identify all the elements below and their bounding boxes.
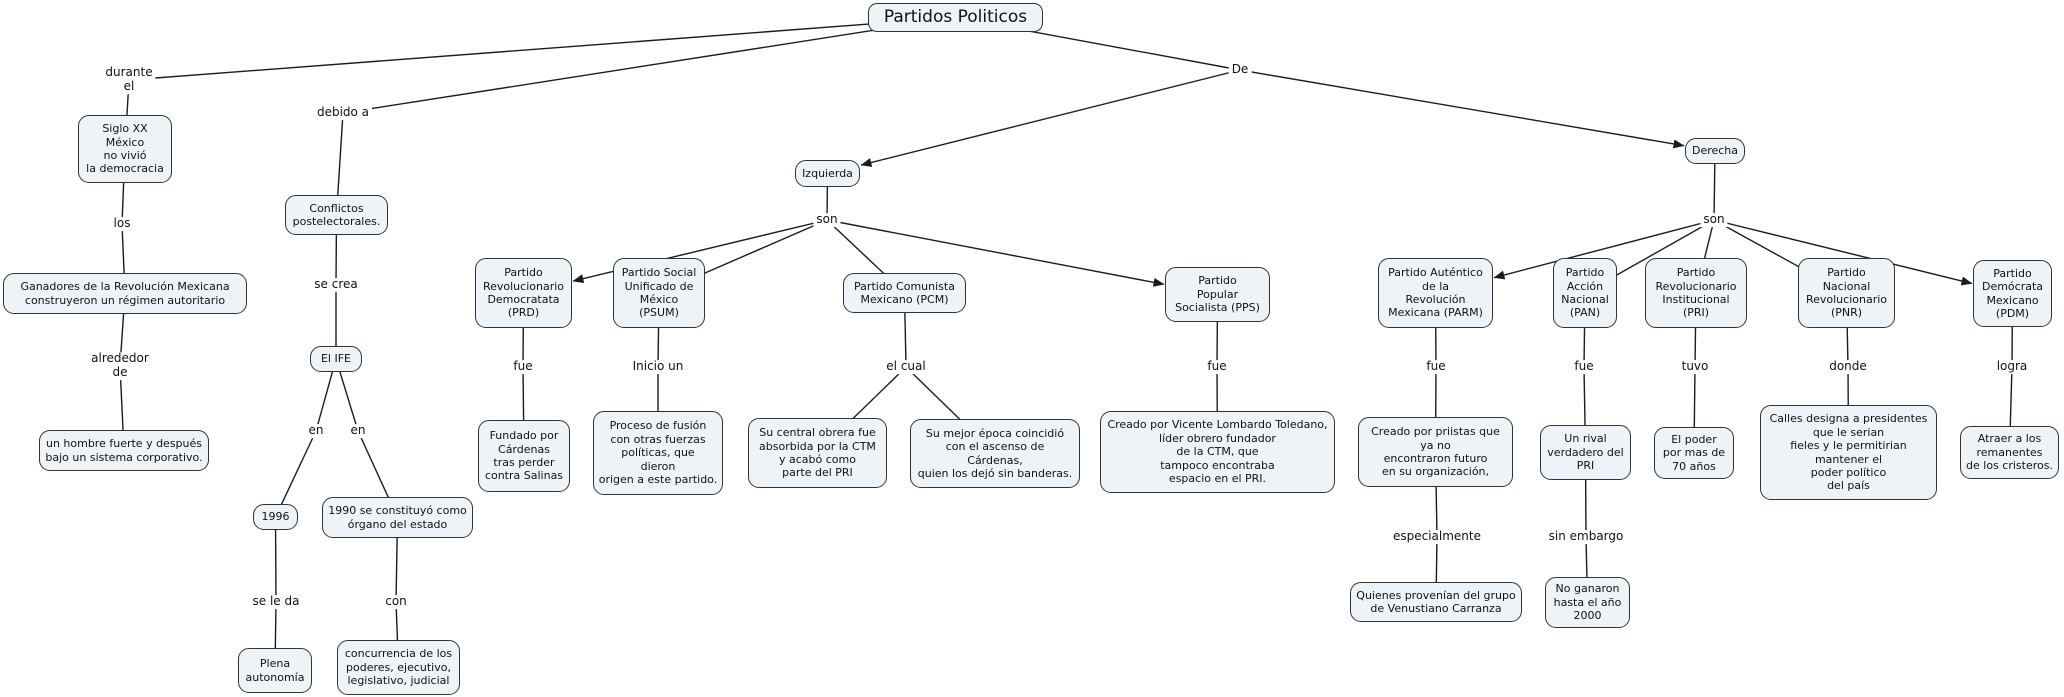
node-derecha[interactable]: Derecha [1685, 138, 1745, 164]
node-fundado-por-cardenas[interactable]: Fundado por Cárdenas tras perder contra … [478, 420, 570, 492]
label-se-crea[interactable]: se crea [311, 277, 361, 292]
edge-title-debido_a [342, 16, 956, 114]
edge-son_der-parm [1493, 219, 1715, 280]
label-en-2[interactable]: en [347, 423, 369, 438]
node-pcm[interactable]: Partido Comunista Mexicano (PCM) [843, 273, 966, 313]
label-inicio-un[interactable]: Inicio un [629, 359, 687, 374]
edge-y1996-se_le_da [274, 516, 277, 603]
node-pps[interactable]: Partido Popular Socialista (PPS) [1165, 267, 1270, 322]
label-de[interactable]: De [1228, 62, 1252, 77]
node-conflictos-postelectorales[interactable]: Conflictos postelectorales. [285, 195, 388, 235]
label-alrededor-de[interactable]: alrededor de [88, 351, 152, 380]
node-lombardo-toledano[interactable]: Creado por Vicente Lombardo Toledano, lí… [1100, 411, 1335, 493]
edge-de-derecha [1239, 69, 1685, 149]
node-calles-designa[interactable]: Calles designa a presidentes que le seri… [1760, 405, 1937, 500]
node-pri[interactable]: Partido Revolucionario Institucional (PR… [1645, 258, 1747, 328]
label-sin-embargo[interactable]: sin embargo [1545, 529, 1627, 544]
edge-son_der-pdm [1713, 219, 1973, 286]
node-ganadores-revolucion[interactable]: Ganadores de la Revolución Mexicana cons… [3, 273, 247, 314]
edge-en1-y1996 [274, 430, 317, 518]
label-tuvo[interactable]: tuvo [1678, 359, 1712, 374]
node-1990-organo-estado[interactable]: 1990 se constituyó como órgano del estad… [322, 497, 473, 538]
node-atraer-cristeros[interactable]: Atraer a los remanentes de los cristeros… [1960, 426, 2059, 479]
label-se-le-da[interactable]: se le da [249, 594, 303, 609]
label-especialmente[interactable]: especialmente [1389, 529, 1485, 544]
node-mejor-epoca[interactable]: Su mejor época coincidió con el ascenso … [910, 419, 1080, 488]
label-son-derecha[interactable]: son [1700, 212, 1728, 227]
node-plena-autonomia[interactable]: Plena autonomía [238, 648, 312, 693]
node-pnr[interactable]: Partido Nacional Revolucionario (PNR) [1798, 258, 1895, 328]
node-partidos-politicos[interactable]: Partidos Politicos [868, 3, 1043, 32]
node-1996[interactable]: 1996 [253, 504, 298, 530]
label-donde[interactable]: donde [1826, 359, 1870, 374]
label-el-cual[interactable]: el cual [883, 359, 929, 374]
node-creado-por-priistas[interactable]: Creado por priistas que ya no encontraro… [1358, 417, 1513, 487]
node-proceso-de-fusion[interactable]: Proceso de fusión con otras fuerzas polí… [593, 411, 723, 495]
node-pdm[interactable]: Partido Demócrata Mexicano (PDM) [1973, 260, 2052, 327]
label-fue-prd[interactable]: fue [510, 359, 536, 374]
edge-title-durante_el [128, 16, 956, 81]
node-rival-del-pri[interactable]: Un rival verdadero del PRI [1540, 425, 1631, 480]
node-hombre-fuerte[interactable]: un hombre fuerte y después bajo un siste… [39, 430, 209, 471]
label-fue-pps[interactable]: fue [1204, 359, 1230, 374]
node-poder-70-anos[interactable]: El poder por mas de 70 años [1654, 427, 1734, 479]
node-siglo-xx[interactable]: Siglo XX México no vivió la democracia [78, 115, 172, 183]
label-logra[interactable]: logra [1993, 359, 2031, 374]
edge-de-izquierda [860, 69, 1241, 167]
node-no-ganaron-2000[interactable]: No ganaron hasta el año 2000 [1545, 577, 1630, 628]
node-el-ife[interactable]: El IFE [310, 346, 362, 372]
node-parm[interactable]: Partido Auténtico de la Revolución Mexic… [1378, 258, 1493, 328]
label-los[interactable]: los [110, 216, 134, 231]
node-concurrencia-poderes[interactable]: concurrencia de los poderes, ejecutivo, … [337, 640, 460, 695]
label-durante-el[interactable]: durante el [102, 65, 156, 94]
label-son-izquierda[interactable]: son [813, 212, 841, 227]
node-central-obrera[interactable]: Su central obrera fue absorbida por la C… [748, 418, 887, 488]
node-grupo-carranza[interactable]: Quienes provenían del grupo de Venustian… [1350, 582, 1522, 622]
label-con[interactable]: con [382, 594, 410, 609]
node-izquierda[interactable]: Izquierda [795, 160, 860, 187]
label-fue-parm[interactable]: fue [1423, 359, 1449, 374]
label-fue-pan[interactable]: fue [1571, 359, 1597, 374]
edge-son_izq-pps [826, 219, 1165, 287]
node-prd[interactable]: Partido Revolucionario Democratata (PRD) [475, 258, 572, 328]
label-debido-a[interactable]: debido a [313, 105, 373, 120]
node-psum[interactable]: Partido Social Unificado de México (PSUM… [613, 258, 705, 328]
node-pan[interactable]: Partido Acción Nacional (PAN) [1553, 258, 1617, 328]
label-en-1[interactable]: en [305, 423, 327, 438]
